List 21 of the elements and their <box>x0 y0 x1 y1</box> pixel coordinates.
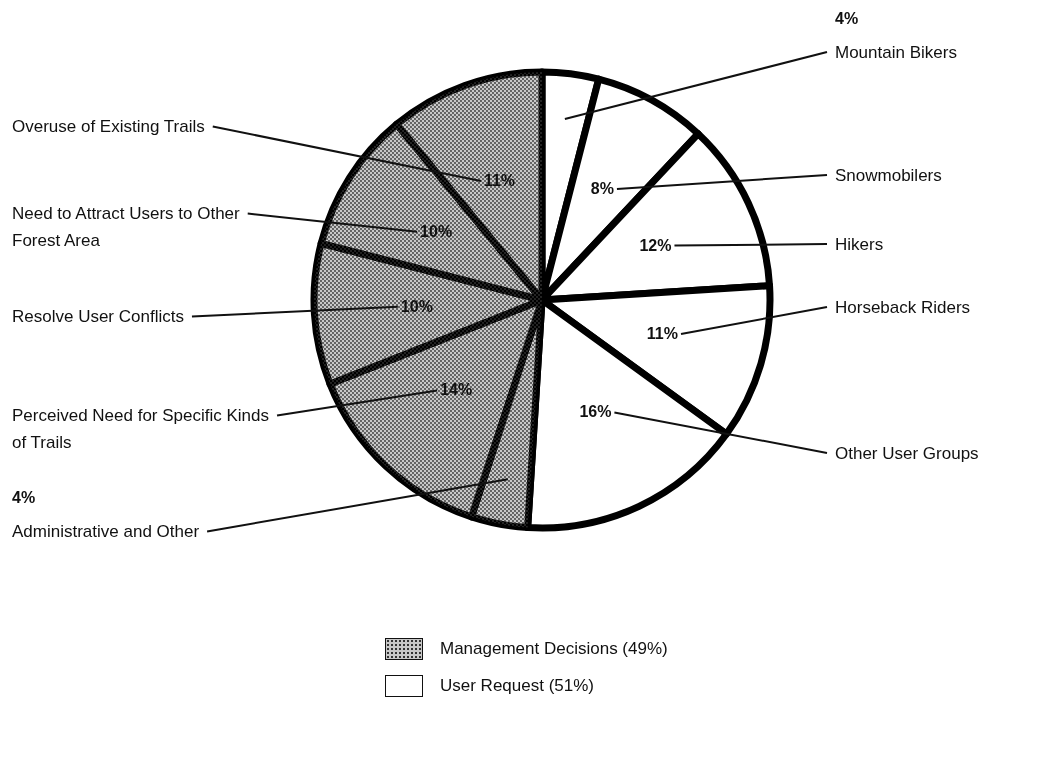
value-label: 4% <box>12 489 36 507</box>
category-label: Resolve User Conflicts <box>12 306 184 328</box>
value-label: 10% <box>400 297 433 316</box>
category-label: Administrative and Other <box>12 521 200 543</box>
category-label: Snowmobilers <box>835 165 942 187</box>
value-label: 11% <box>483 172 516 190</box>
category-label: Other User Groups <box>835 443 979 465</box>
legend-label: Management Decisions (49%) <box>440 638 668 660</box>
value-label: 12% <box>639 236 672 255</box>
category-label: Hikers <box>835 234 884 256</box>
category-label: Need to Attract Users to Other Forest Area <box>12 203 241 252</box>
category-label: Perceived Need for Specific Kinds of Trails <box>12 405 271 454</box>
legend-label: User Request (51%) <box>440 675 594 697</box>
value-label: 10% <box>420 222 453 241</box>
category-label: Horseback Riders <box>835 297 971 319</box>
value-label: 16% <box>579 403 612 422</box>
value-label: 4% <box>835 10 859 28</box>
category-label: Overuse of Existing Trails <box>12 116 205 138</box>
category-label: Mountain Bikers <box>835 42 957 64</box>
value-label: 8% <box>590 180 614 199</box>
value-label: 11% <box>646 325 678 343</box>
